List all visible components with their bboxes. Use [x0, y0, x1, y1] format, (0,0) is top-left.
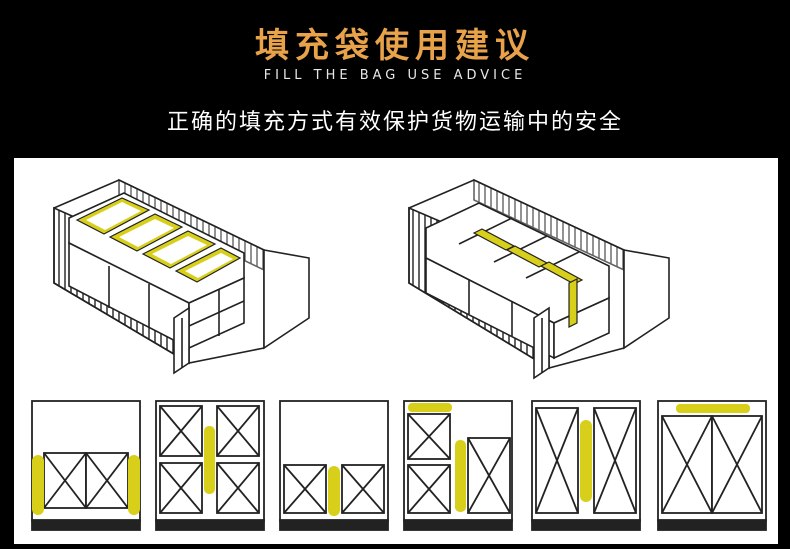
page-tagline: 正确的填充方式有效保护货物运输中的安全	[166, 110, 623, 135]
diagram-top-gap	[657, 400, 767, 531]
diagram-top-and-center-gaps	[403, 400, 513, 531]
illustration-panel	[14, 158, 778, 544]
container-illustration-2	[408, 178, 670, 380]
page-title: 填充袋使用建议	[255, 26, 535, 66]
header: 填充袋使用建议 FILL THE BAG USE ADVICE 正确的填充方式有…	[0, 0, 790, 160]
page-subtitle: FILL THE BAG USE ADVICE	[263, 68, 527, 83]
diagram-center-gap-low	[279, 400, 389, 531]
diagram-tall-center-gap	[531, 400, 641, 531]
container-illustration-1	[53, 178, 310, 375]
diagram-center-gap-stacked	[155, 400, 265, 531]
illustration-svg	[31, 178, 767, 531]
diagram-side-gaps	[31, 400, 141, 531]
